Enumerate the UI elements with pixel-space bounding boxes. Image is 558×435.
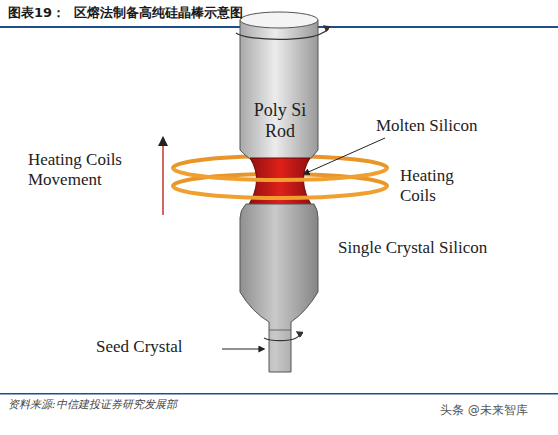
movement-arrow <box>162 138 164 215</box>
part-label: Molten Silicon <box>376 116 546 136</box>
part-label: Single Crystal Silicon <box>338 238 488 258</box>
figure-title: 图表19： 区熔法制备高纯硅晶棒示意图 <box>8 6 243 21</box>
part-label: Poly Si Rod <box>242 100 318 141</box>
leader-line <box>304 138 385 174</box>
watermark: 头条 @未来智库 <box>440 404 552 418</box>
rotation-arrow <box>296 332 299 338</box>
part-label: Heating Coils <box>400 166 490 205</box>
part-label: Seed Crystal <box>96 337 220 357</box>
poly-si-rod <box>240 20 318 160</box>
heating-coil <box>173 168 387 198</box>
source-rule <box>0 393 558 395</box>
rod-top <box>240 12 318 28</box>
rotation-arrow <box>236 33 322 39</box>
source-note: 资料来源:中信建投证券研究发展部 <box>8 399 177 412</box>
single-crystal-silicon <box>240 204 318 372</box>
seed-joint <box>269 330 291 331</box>
leader-line <box>222 349 264 350</box>
rotation-arrow <box>322 26 327 33</box>
part-label: Heating Coils Movement <box>28 150 158 189</box>
rotation-arrow <box>264 338 296 341</box>
